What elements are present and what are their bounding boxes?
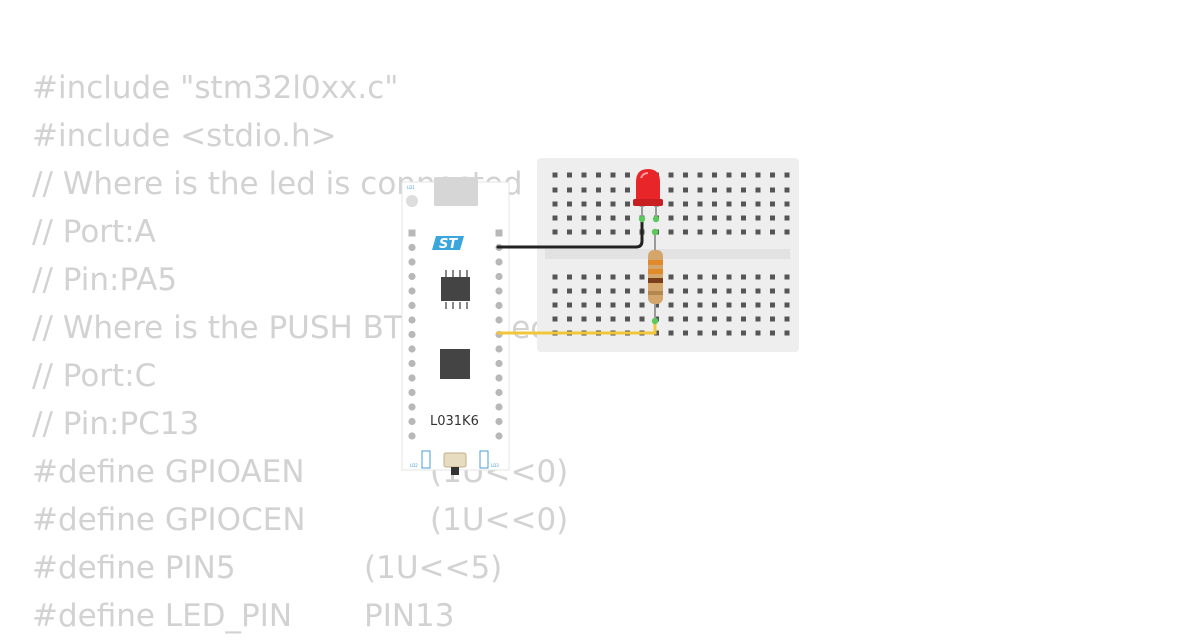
right-header-pin: [495, 229, 503, 237]
board-body: [401, 181, 510, 471]
svg-text:ST: ST: [439, 237, 458, 252]
code-text: #define PIN5: [32, 550, 236, 586]
button-stem: [451, 467, 459, 475]
right-header-pin: [495, 301, 503, 310]
left-header-pin: [408, 316, 416, 324]
right-header-pin: [495, 417, 503, 426]
led-label-ld3: LD3: [491, 463, 499, 468]
code-text: #define GPIOAEN: [32, 454, 305, 490]
board-pin-headers: [408, 229, 503, 440]
reset-pad: [406, 195, 418, 207]
code-text: #include <stdio.h>: [32, 118, 337, 154]
code-text: // Pin:PC13: [32, 406, 200, 442]
resistor-band-4: [648, 291, 663, 295]
breadboard-center-channel: [545, 249, 790, 259]
right-header-pin: [495, 403, 503, 411]
right-header-pin: [495, 374, 503, 382]
resistor-band-3: [648, 278, 663, 283]
led-ld2: [421, 450, 431, 469]
code-text: // Pin:PA5: [32, 262, 178, 298]
st-logo: ST: [432, 236, 464, 252]
resistor-band-1: [648, 260, 663, 265]
right-header-pin: [495, 258, 503, 266]
voltage-regulator-chip: [441, 277, 470, 301]
left-header-pin: [408, 432, 416, 440]
left-header-pin: [408, 243, 416, 252]
code-text: // Port:A: [32, 214, 156, 250]
right-header-pin: [495, 316, 503, 324]
user-button: [443, 452, 467, 468]
resistor: [648, 232, 663, 321]
left-header-pin: [408, 301, 416, 310]
left-header-pin: [408, 388, 416, 397]
breadboard: [537, 158, 799, 352]
left-header-pin: [408, 330, 416, 339]
code-text: // Port:C: [32, 358, 157, 394]
left-header-pin: [408, 345, 416, 353]
led-ld3: [479, 450, 489, 469]
right-header-pin: [495, 388, 503, 397]
left-header-pin: [408, 374, 416, 382]
left-header-pin: [408, 417, 416, 426]
left-header-pin: [408, 258, 416, 266]
code-text: #include "stm32l0xx.c": [32, 70, 399, 106]
usb-connector: [434, 177, 478, 206]
left-header-pin: [408, 229, 416, 237]
connected-holes: [638, 215, 660, 325]
code-text: #define GPIOCEN: [32, 502, 306, 538]
left-header-pin: [408, 359, 416, 368]
right-header-pin: [495, 287, 503, 295]
right-header-pin: [495, 272, 503, 281]
resistor-band-2: [648, 269, 663, 274]
left-header-pin: [408, 272, 416, 281]
right-header-pin: [495, 359, 503, 368]
ground-wire: [496, 320, 657, 335]
code-text: #define LED_PIN: [32, 598, 293, 634]
mcu-chip: [440, 349, 470, 379]
left-header-pin: [408, 287, 416, 295]
red-led: [633, 169, 663, 219]
code-value: PIN13: [364, 598, 455, 634]
code-value: (1U<<5): [364, 550, 503, 586]
led-label-ld2: LD2: [410, 463, 418, 468]
right-header-pin: [495, 432, 503, 440]
left-header-pin: [408, 403, 416, 411]
top-led-label: LD1: [407, 185, 415, 190]
nucleo-board: LD1 ST L031K6 LD2 LD3: [401, 177, 510, 475]
right-header-pin: [495, 345, 503, 353]
signal-wire: [496, 219, 644, 249]
code-value: (1U<<0): [430, 502, 569, 538]
board-model-label: L031K6: [430, 414, 479, 429]
